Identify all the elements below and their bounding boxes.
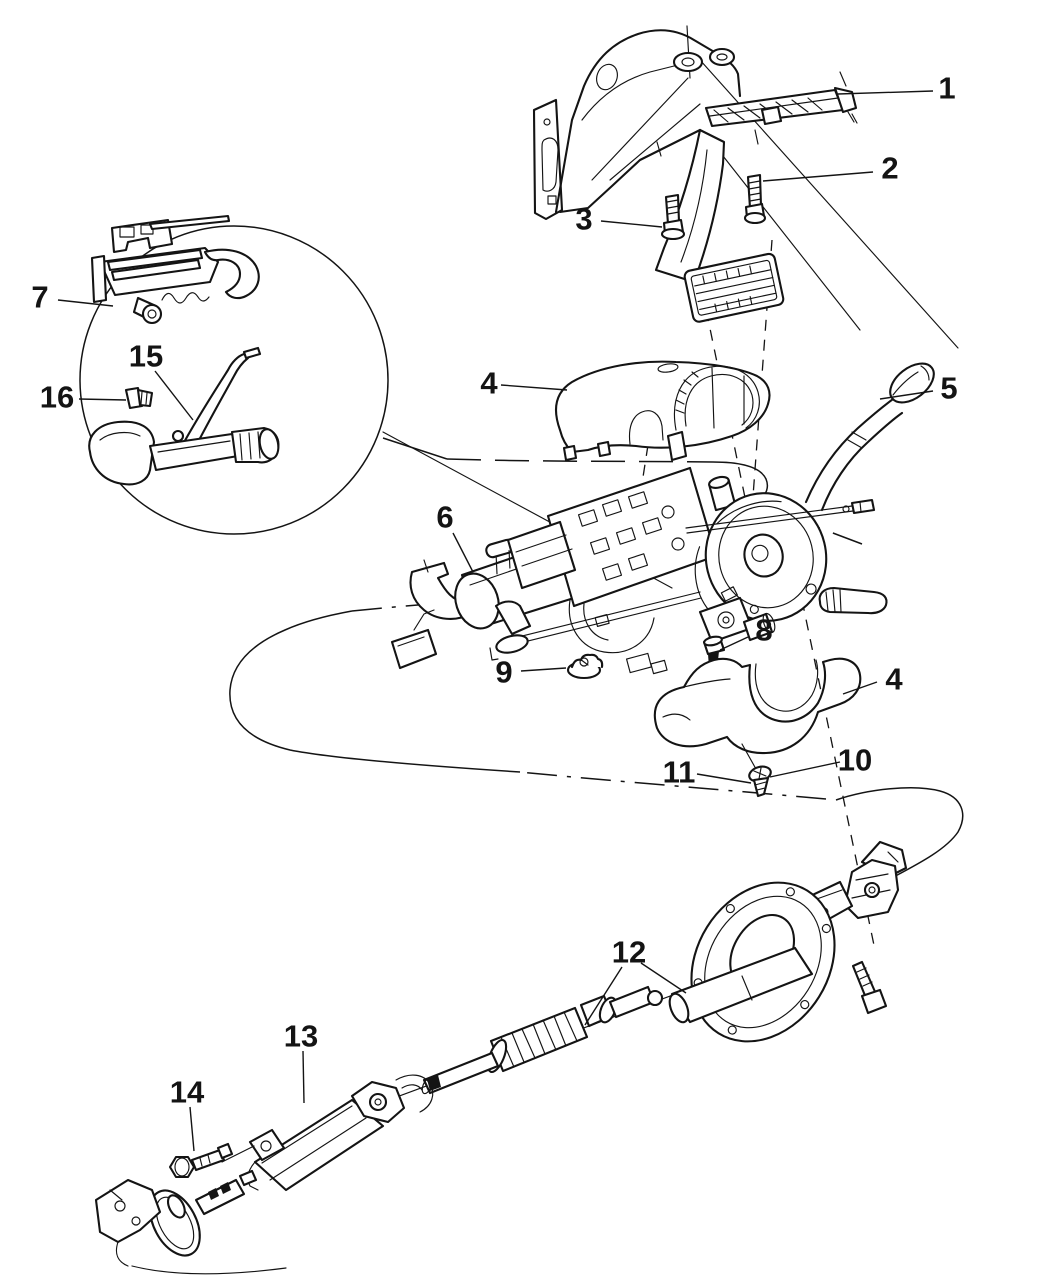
upper-shroud [555, 360, 771, 462]
bolt-2 [743, 173, 767, 225]
callout-15: 15 [129, 339, 194, 421]
callout-6: 6 [436, 500, 474, 573]
clockspring [694, 492, 828, 622]
interlock-assembly [90, 214, 260, 325]
lower-shaft [421, 1051, 500, 1095]
callout-13-label: 13 [284, 1019, 318, 1054]
callout-12: 12 [584, 935, 687, 1026]
callout-2-label: 2 [881, 151, 898, 186]
callout-4-leader [500, 384, 568, 391]
callout-10-label: 10 [838, 743, 872, 778]
callout-15-label: 15 [129, 339, 163, 374]
callout-7-label: 7 [31, 280, 48, 315]
screw-10 [748, 765, 772, 798]
bolt-14 [168, 1142, 234, 1179]
bolt-3 [660, 193, 686, 241]
callout-7-leader [57, 299, 114, 307]
callout-16: 16 [40, 380, 127, 415]
callout-16-leader [78, 398, 127, 401]
callout-8-label: 8 [755, 613, 772, 648]
callout-5-label: 5 [940, 371, 957, 406]
callout-9: 9 [495, 655, 567, 690]
callout-10: 10 [769, 743, 872, 778]
callout-2: 2 [762, 151, 899, 186]
callout-14-label: 14 [170, 1075, 205, 1110]
nut-9 [566, 653, 604, 680]
callout-3: 3 [575, 202, 663, 237]
callout-5-leader [879, 390, 934, 400]
callout-13: 13 [284, 1019, 318, 1104]
lower-linkage-rod [489, 591, 702, 661]
callout-5: 5 [879, 371, 958, 406]
callout-4-label: 4 [480, 366, 498, 401]
shift-actuator-assembly [88, 346, 280, 486]
callout-1: 1 [837, 71, 956, 106]
callout-14-leader [189, 1106, 195, 1152]
coupling-13 [221, 1074, 434, 1192]
shaft-bellows [486, 985, 664, 1074]
column-top-boss [708, 475, 737, 512]
pedal-pad [683, 252, 785, 323]
callout-3-leader [600, 220, 663, 228]
callout-6-leader [452, 532, 474, 573]
callout-6-label: 6 [436, 500, 453, 535]
callout-11: 11 [663, 755, 752, 790]
callout-9-leader [520, 667, 567, 672]
callout-14: 14 [170, 1075, 205, 1152]
gear-input-stub [94, 1169, 287, 1275]
pinch-bolt [851, 960, 888, 1015]
callout-8-leader [719, 636, 749, 651]
callout-13-leader [302, 1050, 305, 1104]
multifunction-lever [804, 362, 935, 512]
set-screw-16 [124, 386, 154, 410]
callout-4: 4 [480, 366, 568, 401]
tilt-lever-handle [818, 586, 888, 615]
upper-u-joint [804, 840, 908, 926]
callout-15-leader [154, 370, 194, 421]
callout-1-label: 1 [938, 71, 955, 106]
callout-10-leader [769, 761, 841, 778]
callout-16-label: 16 [40, 380, 74, 415]
mounting-ear-left [485, 538, 516, 575]
callout-12-label: 12 [612, 935, 646, 970]
callout-7: 7 [31, 280, 114, 315]
callout-11-label: 11 [663, 755, 696, 790]
callout-1-leader [837, 90, 934, 95]
intermediate-shaft [94, 840, 908, 1275]
callout-12-leader [584, 966, 623, 1026]
callout-2-leader [762, 171, 874, 182]
callout-4b: 4 [842, 662, 903, 697]
upper-shaft [668, 946, 814, 1024]
steering-column-assembly [390, 362, 935, 675]
callout-11-leader [696, 773, 752, 784]
shift-rod [685, 498, 876, 534]
callout-4b-leader [842, 681, 878, 695]
lower-shroud [653, 657, 862, 770]
callout-4b-label: 4 [885, 662, 903, 697]
callout-8: 8 [719, 613, 773, 651]
pedal-support-bracket [532, 25, 959, 349]
callout-3-label: 3 [575, 202, 592, 237]
callout-12-leader [640, 962, 687, 994]
callout-9-label: 9 [495, 655, 512, 690]
